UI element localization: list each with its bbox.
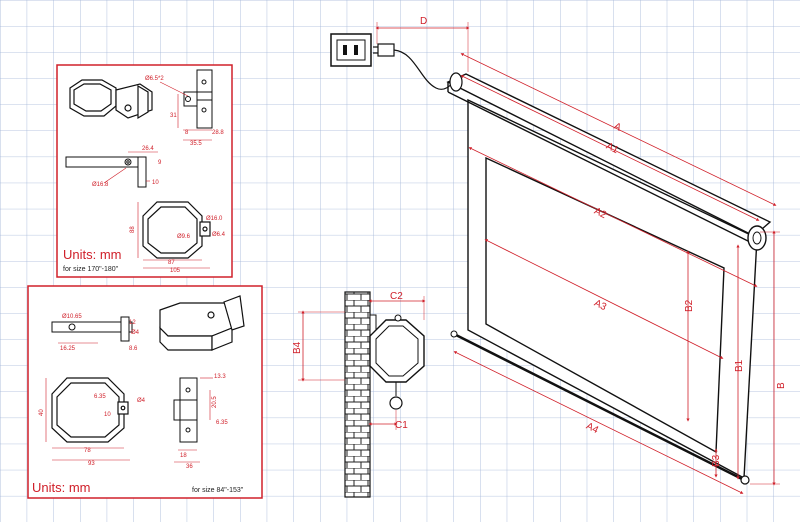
dim-31: 31 (170, 113, 177, 119)
dim-18: 18 (180, 453, 187, 459)
dim-C1: C1 (395, 420, 408, 431)
dim-87: 87 (168, 260, 175, 266)
bracket-side-view (65, 156, 147, 188)
dim-B1: B1 (734, 359, 745, 372)
wall-detail: C2 B4 C1 (292, 291, 426, 498)
dim-105: 105 (170, 268, 181, 274)
bracket-octagon-view-small (51, 377, 129, 443)
dim-A4: A4 (584, 421, 600, 436)
dim-6-35b: 6.35 (216, 420, 228, 426)
size-note-top: for size 170"-180" (63, 266, 119, 273)
dim-6-35a: 6.35 (94, 394, 106, 400)
dim-36: 36 (186, 464, 193, 470)
mount-plate-front-view-small (173, 377, 198, 443)
dim-26-4: 26.4 (142, 146, 154, 152)
dim-10b: 10 (104, 412, 111, 418)
dim-20-5: 20.5 (212, 396, 218, 408)
dim-16-25: 16.25 (60, 346, 76, 352)
dim-12: 12 (129, 320, 136, 326)
size-note-bottom: for size 84"-153" (192, 487, 244, 494)
dim-4a: Ø4 (131, 330, 140, 336)
dim-10-65: Ø10.65 (62, 314, 82, 320)
dim-C2: C2 (390, 291, 403, 302)
dim-16-8: Ø16.8 (92, 182, 109, 188)
dim-88: 88 (130, 226, 136, 233)
dim-9: 9 (158, 160, 162, 166)
bracket-3d-view-small (159, 295, 245, 351)
dim-28-8: 28.8 (212, 130, 224, 136)
bracket-side-view-small (51, 316, 133, 342)
dim-A2: A2 (592, 206, 608, 221)
dim-8-6: 8.6 (129, 346, 138, 352)
dim-13-3: 13.3 (214, 374, 226, 380)
bracket-octagon-view (142, 201, 211, 259)
dim-B4: B4 (292, 341, 303, 354)
dim-10: 10 (152, 180, 159, 186)
units-label-top: Units: mm (63, 247, 122, 262)
dim-93: 93 (88, 461, 95, 467)
bracket-3d-view (69, 79, 153, 120)
dim-9-6: Ø9.6 (177, 234, 191, 240)
dim-4b: Ø4 (137, 398, 146, 404)
dim-A3: A3 (592, 298, 608, 313)
dim-D: D (420, 16, 427, 27)
units-label-bottom: Units: mm (32, 480, 91, 495)
wall-outlet (330, 33, 372, 67)
dim-B: B (776, 382, 787, 389)
bracket-panel-large: Ø6.5*2 31 8 28.8 35.5 26.4 9 Ø16.8 10 Ø1… (56, 64, 233, 278)
dim-B3: B3 (711, 454, 722, 467)
projector-screen: D A A1 A2 A3 A4 B B1 B2 B3 (375, 16, 787, 494)
dim-16-0: Ø16.0 (206, 216, 223, 222)
bracket-panel-small: Ø10.65 12 Ø4 16.25 8.6 6.35 Ø4 10 40 78 … (27, 285, 263, 499)
dim-B2: B2 (684, 299, 695, 312)
mount-plate-front-view (183, 69, 213, 129)
dim-hole-label: Ø6.5*2 (145, 76, 164, 82)
dim-78: 78 (84, 448, 91, 454)
dim-40: 40 (39, 409, 45, 416)
dim-8: 8 (185, 130, 189, 136)
dim-6-4: Ø6.4 (212, 232, 226, 238)
dim-35-5: 35.5 (190, 141, 202, 147)
